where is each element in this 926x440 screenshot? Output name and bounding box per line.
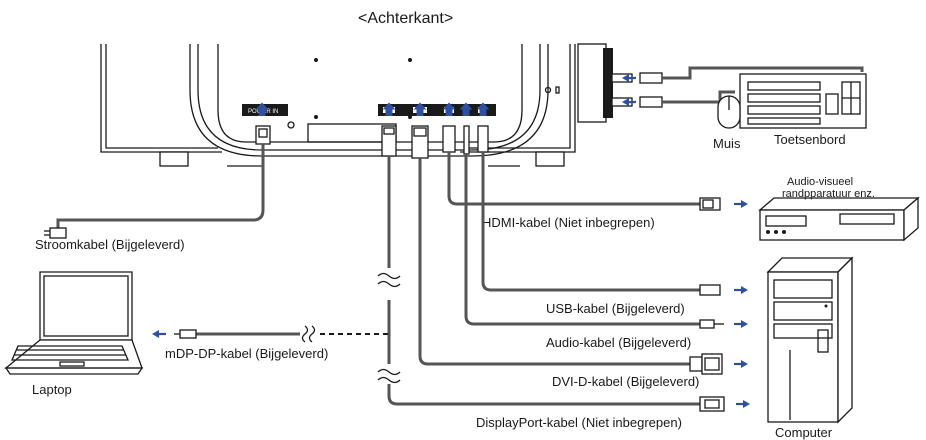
right-arrow-icon (732, 358, 750, 370)
keyboard-icon (739, 73, 867, 129)
screw-hole (314, 58, 318, 62)
right-arrow-icon (732, 318, 750, 330)
dvi-cable-label: DVI-D-kabel (Bijgeleverd) (552, 374, 699, 389)
computer-label: Computer (775, 425, 833, 440)
laptop-label: Laptop (32, 382, 72, 397)
av-device-label-line1: Audio-visueel (787, 176, 853, 188)
usb-hub (577, 43, 864, 123)
break-icon (301, 325, 316, 343)
audio-plug (463, 125, 470, 155)
monitor-rear: POWER IN (100, 44, 576, 167)
power-cable-label: Stroomkabel (Bijgeleverd) (35, 237, 185, 252)
usb-cable-label: USB-kabel (Bijgeleverd) (546, 301, 685, 316)
dvi-cable (418, 158, 690, 366)
right-arrow-icon (734, 398, 752, 410)
mouse-label: Muis (713, 136, 741, 151)
laptop-icon (4, 271, 144, 375)
page-title: <Achterkant> (358, 10, 453, 27)
keyboard-label: Toetsenbord (774, 132, 846, 147)
mdp-cable-label: mDP-DP-kabel (Bijgeleverd) (165, 346, 328, 361)
displayport-cable (387, 384, 700, 406)
hdmi-plug (442, 125, 456, 153)
power-cable (56, 144, 265, 230)
break-icon (377, 272, 401, 288)
right-arrow-icon (732, 198, 750, 210)
audio-cable-label: Audio-kabel (Bijgeleverd) (546, 335, 691, 350)
screw-hole (408, 58, 412, 62)
av-device-icon (758, 196, 920, 242)
audio-cable (464, 154, 700, 326)
screw-hole (314, 115, 318, 119)
computer-icon (766, 256, 854, 424)
break-icon (377, 368, 401, 384)
power-plug-end (44, 227, 67, 239)
displayport-cable-label: DisplayPort-kabel (Niet inbegrepen) (476, 415, 682, 430)
mouse-icon (717, 95, 741, 129)
monitor-foot-right (535, 151, 565, 167)
hdmi-cable-label: HDMI-kabel (Niet inbegrepen) (482, 215, 655, 230)
monitor-foot-left (159, 151, 189, 167)
right-arrow-icon (732, 284, 750, 296)
hdmi-cable (447, 152, 700, 206)
left-arrow-icon (150, 328, 168, 340)
av-device-label-line2: randpparatuur enz. (782, 188, 875, 200)
usb-plug (477, 125, 489, 153)
usb-cable (481, 152, 700, 292)
